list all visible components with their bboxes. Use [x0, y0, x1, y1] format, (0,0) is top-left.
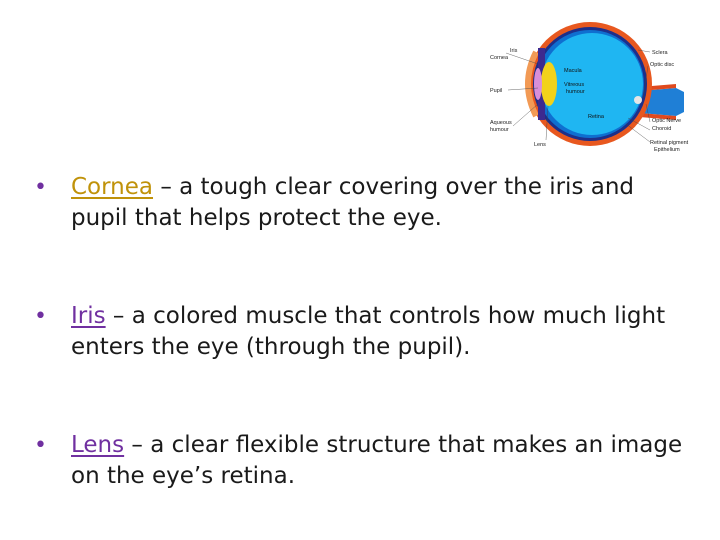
definition-iris: – a colored muscle that controls how muc… — [71, 303, 666, 360]
label-optic-nerve: Optic Nerve — [652, 118, 681, 124]
label-sclera: Sclera — [652, 50, 669, 56]
bullet-item-cornea: • Cornea – a tough clear covering over t… — [34, 172, 694, 234]
vitreous-shape — [541, 33, 643, 135]
lens-shape — [541, 62, 557, 106]
optic-nerve-sheath — [628, 84, 676, 120]
bullet-item-lens: • Lens – a clear flexible structure that… — [34, 430, 694, 492]
cornea-shape — [525, 50, 539, 118]
bullet-marker: • — [34, 175, 47, 200]
definition-lens: – a clear flexible structure that makes … — [71, 432, 683, 489]
label-optic-disc: Optic disc — [650, 62, 674, 68]
label-humour: humour — [490, 127, 509, 133]
label-epithelium: Epithelium — [654, 147, 680, 153]
leader-lines — [505, 49, 651, 143]
bullet-text: Cornea – a tough clear covering over the… — [71, 172, 694, 234]
label-cornea: Cornea — [490, 55, 509, 61]
label-iris: Iris — [510, 48, 518, 54]
label-choroid: Choroid — [652, 126, 671, 132]
bullet-marker: • — [34, 304, 47, 329]
bullet-item-iris: • Iris – a colored muscle that controls … — [34, 301, 694, 363]
bullet-marker: • — [34, 433, 47, 458]
bullet-text: Lens – a clear flexible structure that m… — [71, 430, 694, 492]
term-cornea: Cornea — [71, 174, 154, 200]
label-macula: Macula — [564, 68, 583, 74]
eye-anatomy-diagram: Iris Cornea Pupil Aqueous humour Lens Sc… — [490, 22, 689, 153]
label-vitreous-humour: humour — [566, 89, 585, 95]
term-lens: Lens — [71, 432, 125, 458]
label-pupil: Pupil — [490, 88, 502, 94]
label-retinal-pigment: Retinal pigment — [650, 140, 689, 146]
bullet-text: Iris – a colored muscle that controls ho… — [71, 301, 694, 363]
aqueous-shape — [534, 68, 542, 100]
definition-cornea: – a tough clear covering over the iris a… — [71, 174, 635, 231]
optic-disc-shape — [634, 96, 642, 104]
label-vitreous: Vitreous — [564, 82, 584, 88]
label-retina: Retina — [588, 114, 605, 120]
label-aqueous: Aqueous — [490, 120, 512, 126]
term-iris: Iris — [71, 303, 106, 329]
label-lens: Lens — [534, 142, 546, 148]
